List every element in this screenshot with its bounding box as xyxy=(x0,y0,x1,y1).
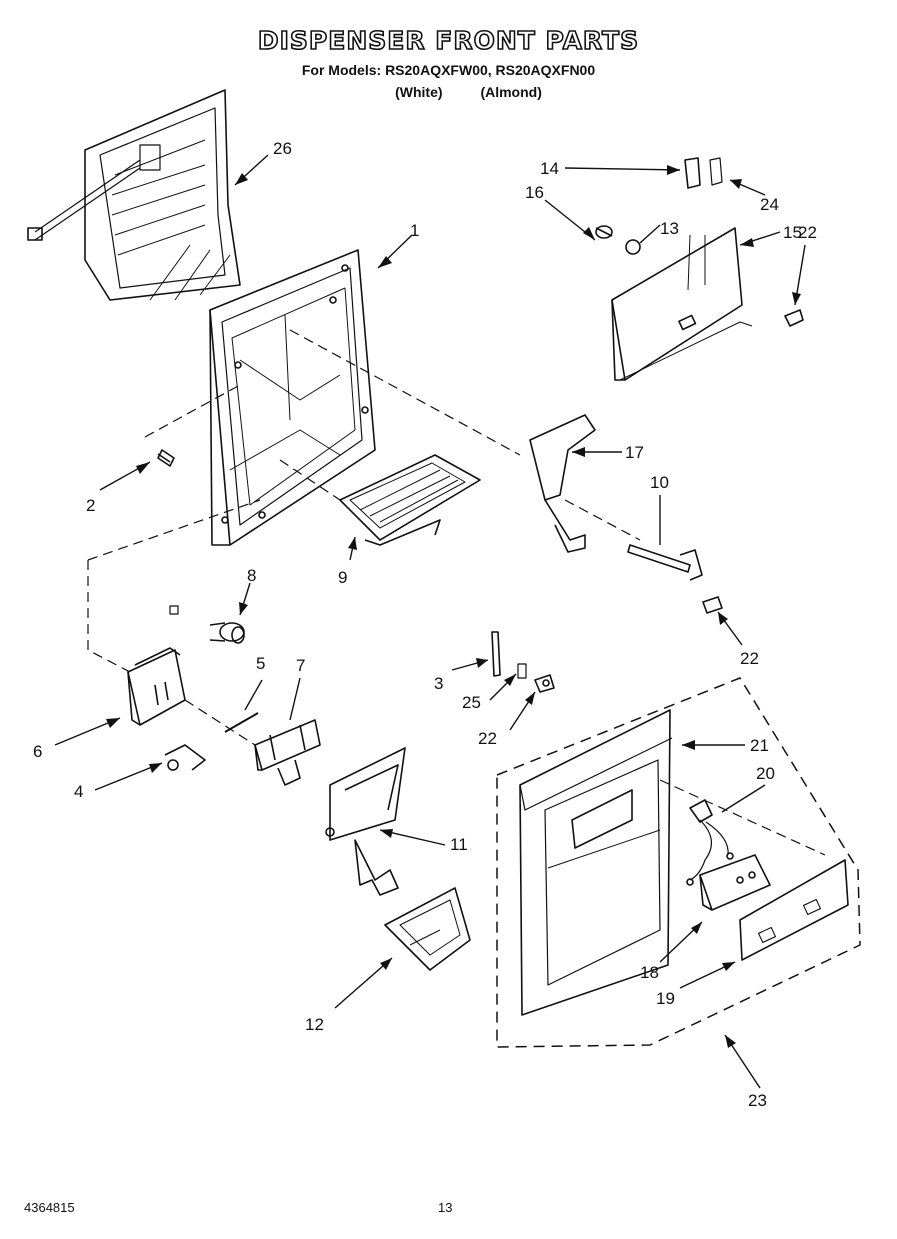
callout-7: 7 xyxy=(296,656,305,675)
page-title: DISPENSER FRONT PARTS xyxy=(257,25,640,56)
callout-1: 1 xyxy=(410,221,419,240)
callout-16: 16 xyxy=(525,183,544,202)
part-screw-4 xyxy=(164,744,206,771)
callout-17: 17 xyxy=(625,443,644,462)
part-ice-paddle xyxy=(325,747,406,896)
callout-24: 24 xyxy=(760,195,779,214)
document-number: 4364815 xyxy=(24,1200,75,1215)
callout-11: 11 xyxy=(450,835,468,854)
part-control-label xyxy=(739,859,849,961)
callout-9: 9 xyxy=(338,568,347,587)
callout-22-right: 22 xyxy=(740,649,759,668)
callout-26: 26 xyxy=(273,139,292,158)
callout-18: 18 xyxy=(640,963,659,982)
model-numbers: For Models: RS20AQXFW00, RS20AQXFN00 xyxy=(301,62,596,78)
part-front-panel xyxy=(519,709,673,1016)
part-screw-22b xyxy=(702,596,723,614)
callout-15: 15 xyxy=(783,223,802,242)
part-actuator-block xyxy=(127,647,186,726)
color-almond-label: (Almond) xyxy=(480,84,542,100)
callout-4: 4 xyxy=(74,782,83,801)
callout-2: 2 xyxy=(86,496,95,515)
callout-5: 5 xyxy=(256,654,265,673)
callout-25: 25 xyxy=(462,693,481,712)
callout-6: 6 xyxy=(33,742,42,761)
callout-21: 21 xyxy=(750,736,769,755)
callout-13: 13 xyxy=(660,219,679,238)
callout-20: 20 xyxy=(756,764,775,783)
part-clip-25 xyxy=(517,663,527,679)
leader-arrowheads xyxy=(106,165,801,1048)
part-shaft xyxy=(627,544,703,581)
callout-8: 8 xyxy=(247,566,256,585)
callout-labels: 1 2 3 4 5 6 7 8 9 10 11 12 13 14 15 16 1… xyxy=(33,139,817,1110)
part-heater-plate xyxy=(27,89,241,301)
part-lever-arm xyxy=(254,719,321,786)
callout-19: 19 xyxy=(656,989,675,1008)
dashed-alignment-lines xyxy=(87,329,826,856)
part-ice-funnel xyxy=(384,887,471,971)
part-drip-tray xyxy=(339,454,481,546)
part-switch-module xyxy=(699,854,771,911)
assembly-23-boundary xyxy=(496,677,861,1048)
callout-22-top: 22 xyxy=(798,223,817,242)
page-number: 13 xyxy=(438,1200,453,1215)
part-dispenser-housing xyxy=(209,249,376,546)
part-door-lever xyxy=(529,414,596,553)
callout-3: 3 xyxy=(434,674,443,693)
part-solenoid xyxy=(209,622,245,644)
callout-14: 14 xyxy=(540,159,559,178)
part-wire-harness xyxy=(686,799,734,886)
callout-10: 10 xyxy=(650,473,669,492)
callout-12: 12 xyxy=(305,1015,324,1034)
leader-lines xyxy=(54,154,806,1089)
callout-23: 23 xyxy=(748,1091,767,1110)
part-switch-bracket-assembly xyxy=(595,157,804,381)
callout-22-middle: 22 xyxy=(478,729,497,748)
part-screw-22c xyxy=(534,674,555,693)
color-white-label: (White) xyxy=(395,84,443,100)
part-screw-2 xyxy=(157,449,175,467)
part-clip-3 xyxy=(491,631,501,677)
model-colors: (White) (Almond) xyxy=(0,84,897,100)
